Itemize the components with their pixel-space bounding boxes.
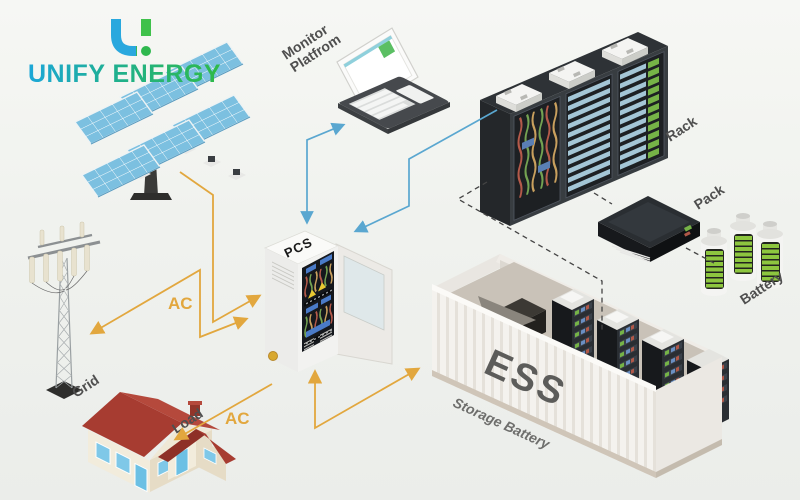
warning-triangle-icon	[308, 289, 316, 299]
pcs-door-window	[343, 255, 385, 331]
arrow-laptop-pcs-monitor	[300, 122, 346, 225]
battery-cells: Battery	[701, 213, 786, 308]
arrow-rack-pcs-monitor	[353, 109, 498, 233]
pack-label: Pack	[691, 181, 727, 212]
rack-label: Rack	[663, 113, 700, 145]
laptop-base	[339, 76, 449, 129]
pcs-badge-icon	[268, 351, 278, 361]
ess-container: ESS Storage Battery	[432, 254, 729, 478]
solar-array	[74, 41, 251, 200]
monitor-platform-label: Monitor Platfrom	[279, 18, 344, 75]
unify-energy-logo-icon	[111, 19, 151, 56]
grid-tower: Grid	[27, 221, 102, 401]
monitor-laptop: Monitor Platfrom	[279, 18, 450, 134]
arrow-solar-to-pcs	[179, 171, 262, 324]
brand-logo: UNIFY ENERGY	[28, 19, 221, 88]
laptop-trackpad	[396, 85, 434, 104]
laptop-screen	[336, 27, 419, 112]
rack-wire-texture	[517, 101, 558, 198]
screen-green-panel	[378, 40, 396, 59]
arrow-pcs-ess	[307, 367, 421, 430]
screen-header-bar	[343, 35, 393, 68]
unify-energy-logo-text: UNIFY ENERGY	[28, 60, 221, 88]
arrow-pcs-to-load-ac	[173, 383, 273, 441]
ac-label-grid: AC	[168, 294, 193, 313]
grid-label: Grid	[69, 371, 102, 400]
house-wing-right-wall	[196, 438, 226, 481]
pcs-front-vents	[304, 328, 332, 351]
pcs-side-vents	[272, 261, 294, 290]
battery-rack: Rack	[480, 32, 700, 226]
load-house: Load	[82, 392, 236, 493]
warning-triangle-icon	[318, 282, 326, 292]
connections: AC AC	[89, 109, 715, 441]
pcs-cabinet: PCS	[264, 230, 393, 372]
dashed-link-rack-pack	[593, 192, 613, 205]
ac-label-load: AC	[225, 409, 250, 428]
pcs-interior	[302, 250, 334, 352]
arrow-grid-pcs-ac	[89, 268, 249, 339]
house-left-wall	[88, 430, 150, 493]
